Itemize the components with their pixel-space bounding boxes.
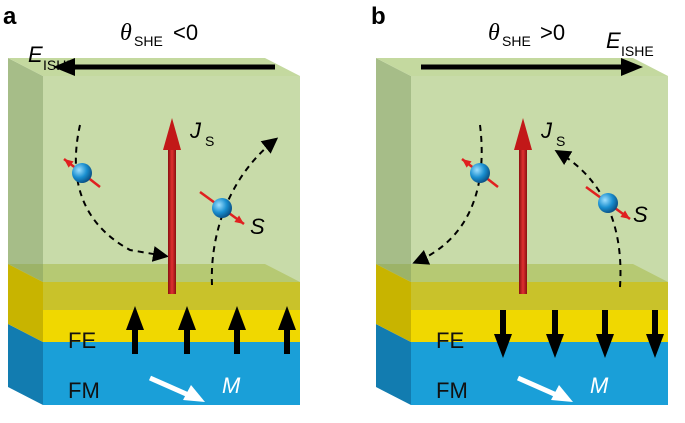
spin-arrow-head — [620, 210, 630, 219]
e-ishe-subscript: ISHE — [43, 57, 76, 73]
electron-sphere — [598, 193, 618, 213]
magnetization-arrow-shaft — [148, 375, 195, 400]
polarization-arrow-shaft — [602, 310, 608, 336]
magnetization-arrow-head — [551, 385, 573, 402]
theta-symbol: θ — [488, 20, 500, 46]
e-ishe-label: E — [28, 42, 43, 67]
electron-right — [199, 190, 245, 226]
polarization-arrow-shaft — [284, 328, 290, 354]
spin-label: S — [633, 202, 648, 227]
polarization-arrow — [178, 306, 196, 354]
magnetization-arrow-head — [183, 385, 205, 402]
m-label: M — [590, 373, 609, 398]
polarization-arrow-head — [126, 306, 144, 330]
fm-side — [8, 324, 43, 405]
spin-current-rod — [168, 148, 176, 294]
polarization-arrow-shaft — [132, 328, 138, 354]
js-label: J — [540, 118, 553, 143]
polarization-arrow — [126, 306, 144, 354]
spin-label: S — [250, 214, 265, 239]
polarization-arrow-shaft — [184, 328, 190, 354]
panel-letter: a — [3, 3, 17, 30]
js-subscript: S — [556, 133, 565, 149]
polarization-arrow-head — [546, 334, 564, 358]
js-label: J — [189, 118, 202, 143]
spin-current-arrowhead — [163, 118, 181, 150]
theta-symbol: θ — [120, 20, 132, 46]
polarization-arrow — [596, 310, 614, 358]
fe-upper-band — [411, 282, 668, 310]
polarization-arrow-shaft — [500, 310, 506, 336]
fe-label: FE — [436, 328, 464, 353]
magnetization-arrow-shaft — [516, 375, 563, 400]
fm-label: FM — [68, 378, 100, 403]
polarization-arrow-head — [228, 306, 246, 330]
polarization-arrow — [546, 310, 564, 358]
spin-current-rod — [519, 148, 527, 294]
m-label: M — [222, 373, 241, 398]
electron-path-left — [412, 124, 483, 265]
theta-relation: <0 — [173, 20, 198, 45]
fe-label: FE — [68, 328, 96, 353]
fe-side — [376, 264, 411, 342]
polarization-arrow-shaft — [552, 310, 558, 336]
electron-right — [585, 185, 631, 221]
polarization-arrow-head — [178, 306, 196, 330]
e-ishe-label: E — [606, 28, 621, 53]
electron-left — [63, 158, 101, 188]
polarization-arrow-head — [596, 334, 614, 358]
electron-path-left — [74, 124, 169, 262]
fm-layer — [411, 342, 668, 405]
electron-sphere — [212, 198, 232, 218]
polarization-arrow — [228, 306, 246, 354]
electron-left — [461, 158, 499, 188]
fe-layer — [411, 310, 668, 342]
polarization-arrow-head — [278, 306, 296, 330]
polarization-arrow-shaft — [652, 310, 658, 336]
e-ishe-arrow-head — [621, 58, 643, 76]
polarization-arrow — [646, 310, 664, 358]
spin-arrow-head — [234, 215, 244, 224]
js-subscript: S — [205, 133, 214, 149]
heavy-metal-layer — [411, 76, 668, 282]
polarization-arrow — [278, 306, 296, 354]
fm-side — [376, 324, 411, 405]
spin-arrow-head — [462, 159, 472, 168]
polarization-arrow-shaft — [234, 328, 240, 354]
polarization-arrow — [494, 310, 512, 358]
electron-sphere — [72, 163, 92, 183]
heavy-metal-side — [8, 58, 43, 282]
fm-layer — [43, 342, 300, 405]
fe-layer — [43, 310, 300, 342]
theta-subscript: SHE — [502, 33, 531, 49]
electron-sphere — [470, 163, 490, 183]
spin-current-arrowhead — [514, 118, 532, 150]
e-ishe-arrow-head — [53, 58, 75, 76]
e-ishe-subscript: ISHE — [621, 43, 654, 59]
theta-relation: >0 — [540, 20, 565, 45]
spin-arrow-head — [64, 159, 74, 168]
fm-label: FM — [436, 378, 468, 403]
theta-subscript: SHE — [134, 33, 163, 49]
electron-path-right — [210, 137, 279, 286]
polarization-arrow-head — [646, 334, 664, 358]
polarization-arrow-head — [494, 334, 512, 358]
fe-side — [8, 264, 43, 342]
electron-path-right — [554, 149, 622, 288]
heavy-metal-side — [376, 58, 411, 282]
panel-letter: b — [371, 3, 386, 30]
